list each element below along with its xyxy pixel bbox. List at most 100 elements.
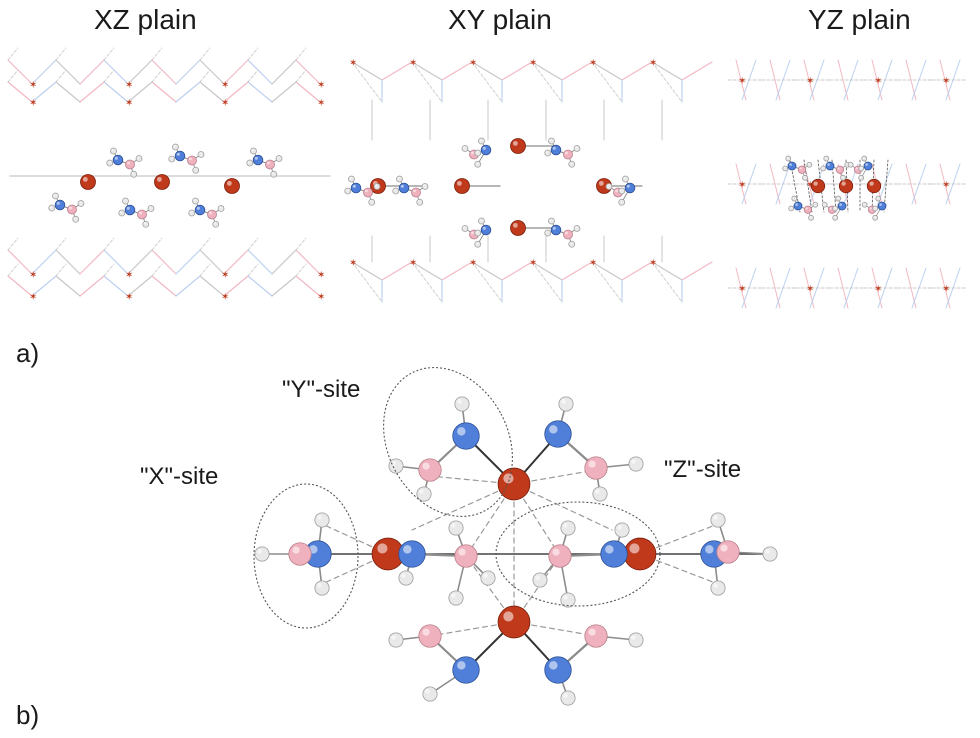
nitrogen-atom-highlight	[552, 146, 556, 150]
hydrogen-atom	[106, 159, 114, 167]
hydrogen-atom-highlight	[417, 200, 420, 203]
hydrogen-atom-highlight	[374, 184, 377, 187]
boron-atom-highlight	[458, 548, 466, 556]
boron-atom-highlight	[208, 211, 212, 215]
lattice-contact	[199, 237, 211, 251]
hydrogen-atom-highlight	[169, 156, 172, 159]
boron-atom	[716, 540, 740, 564]
lattice-contact	[247, 47, 259, 61]
hydrogen-atom	[558, 396, 574, 412]
hydrogen-atom-highlight	[623, 176, 626, 179]
hydrogen-atom-highlight	[789, 206, 792, 209]
nitrogen-atom	[112, 154, 124, 166]
boron-atom-highlight	[126, 161, 130, 165]
hydrogen-atom	[628, 632, 644, 648]
lattice-wire	[381, 261, 413, 281]
hydrogen-atom	[875, 195, 882, 202]
hydrogen-atom-highlight	[479, 218, 482, 221]
lattice-contact	[651, 261, 683, 303]
lattice-wire	[7, 249, 33, 275]
hydrogen-atom-highlight	[876, 196, 879, 199]
nitrogen-atom-highlight	[352, 184, 356, 188]
hydrogen-atom	[560, 520, 576, 536]
hydrogen-atom	[618, 198, 626, 206]
lattice-wire	[103, 249, 129, 275]
lattice-wire	[271, 81, 297, 103]
hydrogen-atom	[398, 570, 414, 586]
nitrogen-atom-highlight	[114, 156, 118, 160]
lattice-metal-mark: ✶	[221, 80, 229, 91]
hydrogen-atom	[348, 175, 355, 183]
hydrogen-atom	[808, 214, 814, 221]
hydrogen-atom	[605, 183, 613, 190]
lattice-wire	[103, 275, 129, 297]
lattice-contact	[151, 47, 163, 61]
lattice-wire	[441, 261, 473, 281]
lattice-wire	[411, 261, 443, 281]
nitrogen-atom	[252, 154, 264, 166]
metal-atom	[454, 178, 470, 194]
contact-line	[513, 483, 613, 531]
nitrogen-atom	[550, 224, 562, 236]
nitrogen-atom	[174, 150, 186, 162]
lattice-wire	[651, 261, 683, 281]
lattice-wire	[501, 61, 533, 81]
lattice-wire	[199, 59, 225, 85]
hydrogen-atom-highlight	[783, 166, 786, 169]
boron-atom	[187, 155, 197, 166]
hydrogen-atom-highlight	[475, 162, 478, 165]
hydrogen-atom-highlight	[713, 583, 718, 588]
nitrogen-atom	[877, 201, 887, 211]
lattice-metal-mark: ✶	[529, 258, 537, 269]
lattice-wire	[199, 81, 225, 103]
hydrogen-atom-highlight	[549, 138, 552, 141]
hydrogen-atom-highlight	[193, 168, 196, 171]
boron-atom	[584, 456, 608, 480]
hydrogen-atom	[474, 160, 482, 168]
metal-atom-highlight	[377, 543, 388, 554]
hydrogen-atom	[858, 165, 865, 172]
hydrogen-atom	[872, 214, 879, 221]
lattice-wire	[351, 261, 383, 281]
lattice-metal-mark: ✶	[29, 80, 37, 91]
lattice-wire	[223, 249, 249, 275]
hydrogen-atom-highlight	[119, 210, 122, 213]
hydrogen-atom-highlight	[247, 160, 250, 163]
lattice-wire	[127, 275, 153, 297]
nitrogen-atom	[54, 199, 66, 211]
hydrogen-atom-highlight	[595, 489, 600, 494]
hydrogen-atom-highlight	[574, 226, 577, 229]
hydrogen-atom	[246, 159, 254, 167]
lattice-metal-mark: ✶	[942, 180, 950, 191]
lattice-metal-mark: ✶	[529, 58, 537, 69]
lattice-wire	[31, 275, 57, 297]
hydrogen-atom-highlight	[848, 163, 851, 165]
hydrogen-atom-highlight	[425, 689, 430, 694]
lattice-metal-mark: ✶	[221, 98, 229, 109]
hydrogen-atom	[314, 580, 330, 596]
lattice-wire	[31, 81, 57, 103]
lattice-contact	[103, 263, 115, 277]
lattice-contact	[651, 61, 683, 103]
lattice-contact	[103, 69, 115, 83]
hydrogen-atom	[461, 225, 469, 232]
lattice-metal-mark: ✶	[221, 270, 229, 281]
hydrogen-atom-highlight	[107, 160, 110, 163]
lattice-wire	[55, 59, 81, 85]
hydrogen-atom	[118, 209, 126, 217]
lattice-metal-mark: ✶	[125, 98, 133, 109]
metal-atom	[866, 178, 882, 194]
nitrogen-atom	[398, 182, 410, 194]
lattice-contact	[151, 69, 163, 83]
boron-atom-highlight	[614, 189, 618, 193]
hydrogen-atom	[314, 512, 330, 528]
nitrogen-atom-highlight	[400, 184, 404, 188]
hydrogen-atom-highlight	[393, 188, 396, 191]
nitrogen-atom-highlight	[705, 545, 714, 554]
metal-atom	[838, 178, 854, 194]
hydrogen-atom-highlight	[561, 399, 566, 404]
hydrogen-atom	[806, 161, 813, 168]
lattice-wire	[175, 275, 201, 297]
hydrogen-atom-highlight	[803, 176, 805, 178]
